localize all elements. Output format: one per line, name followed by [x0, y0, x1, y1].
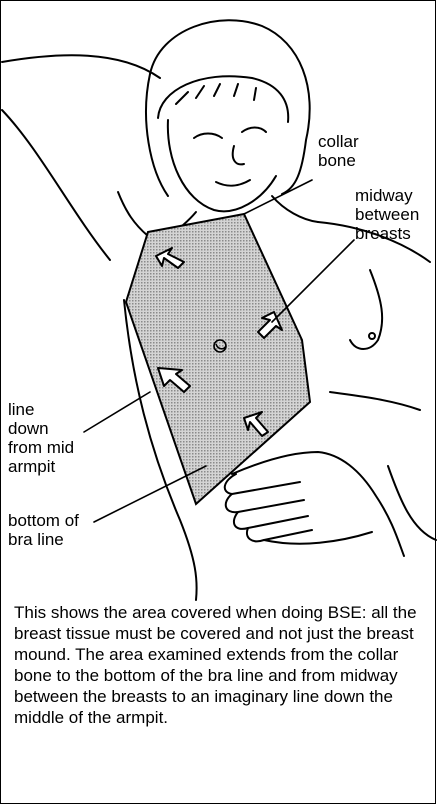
armpit-line: [118, 192, 148, 236]
mid-armpit-leader: [84, 392, 150, 432]
mouth: [216, 180, 250, 186]
face-outline: [168, 120, 276, 211]
hair-left-side: [146, 74, 168, 196]
left-eye: [194, 134, 222, 139]
right-side-line: [330, 392, 420, 410]
neck-right: [272, 196, 318, 222]
finger-1: [225, 474, 300, 494]
label-line-down-from-mid-armpit: line down from mid armpit: [8, 400, 74, 476]
right-eye: [242, 128, 266, 133]
raised-arm-lower: [2, 110, 110, 260]
nose: [233, 146, 244, 164]
hair-outline: [150, 20, 310, 194]
right-breast: [350, 270, 382, 349]
right-nipple: [369, 333, 375, 339]
collar-bone-leader: [244, 180, 312, 214]
label-collar-bone: collar bone: [318, 132, 359, 170]
raised-arm-outline: [2, 55, 160, 78]
label-bottom-of-bra-line: bottom of bra line: [8, 511, 79, 549]
hair-fringe: [158, 76, 288, 122]
bra-line-leader: [94, 466, 206, 522]
finger-3: [234, 512, 308, 529]
bse-examination-area: [126, 214, 310, 504]
midway-leader: [272, 240, 354, 322]
finger-2: [226, 494, 304, 512]
finger-4: [247, 528, 312, 541]
figure-caption: This shows the area covered when doing B…: [14, 602, 428, 728]
label-midway-between-breasts: midway between breasts: [355, 186, 419, 243]
